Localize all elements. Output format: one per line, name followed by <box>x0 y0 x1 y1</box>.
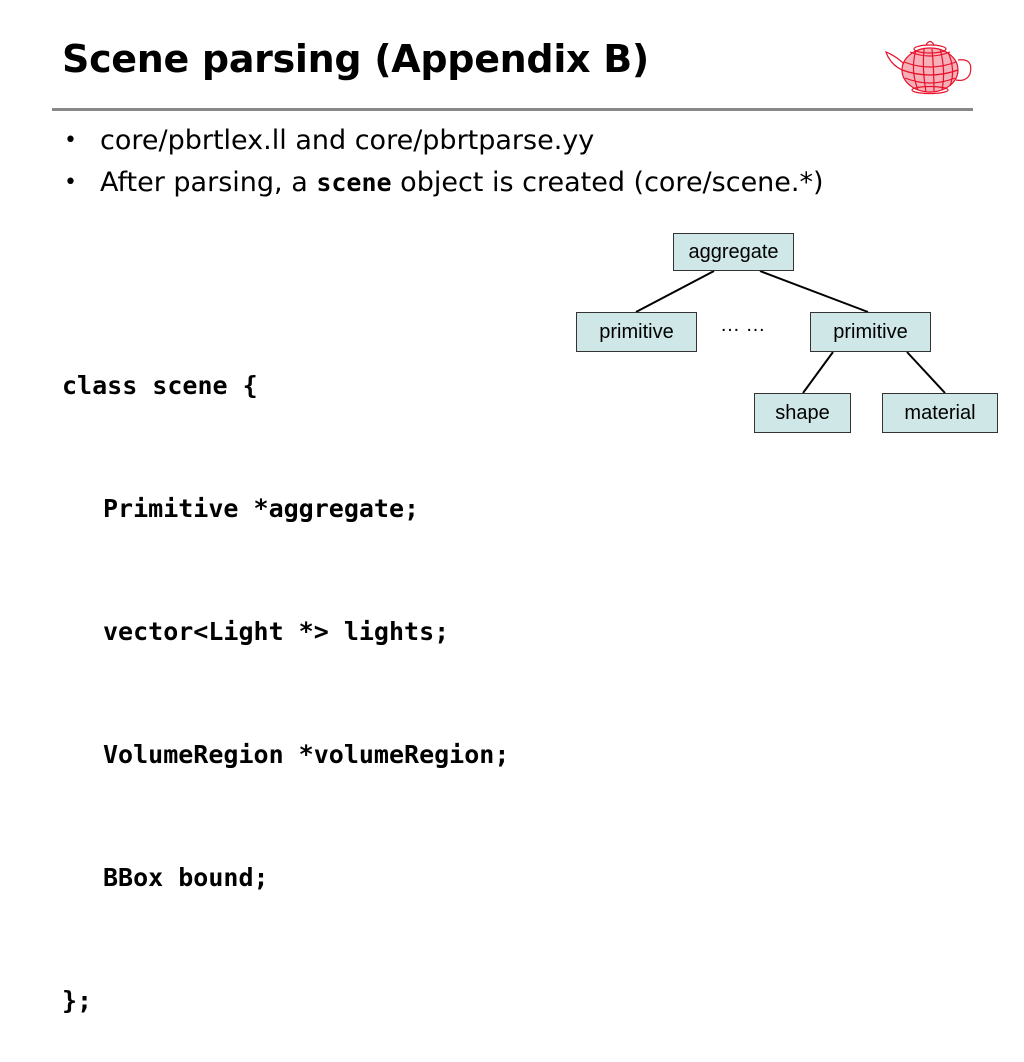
inline-code-scene: scene <box>316 168 392 197</box>
tree-ellipsis: … … <box>720 314 766 336</box>
bullet-dot-icon: • <box>64 128 77 153</box>
tree-node-aggregate: aggregate <box>673 233 794 271</box>
edge-aggregate-right <box>759 270 869 313</box>
slide-title: Scene parsing (Appendix B) <box>62 37 649 81</box>
code-line: }; <box>62 986 93 1015</box>
edge-aggregate-left <box>635 270 715 313</box>
bullet-item: • core/pbrtlex.ll and core/pbrtparse.yy <box>64 120 824 162</box>
tree-node-primitive-left: primitive <box>576 312 697 352</box>
edge-primitive-material <box>906 351 946 394</box>
bullet-text-after: object is created (core/scene.*) <box>391 167 824 198</box>
code-line: Primitive *aggregate; <box>103 494 420 523</box>
code-line: class scene { <box>62 371 258 400</box>
bullet-text: core/pbrtlex.ll and core/pbrtparse.yy <box>100 125 595 156</box>
bullet-list: • core/pbrtlex.ll and core/pbrtparse.yy … <box>64 120 824 204</box>
bullet-text-before: After parsing, a <box>100 167 317 198</box>
edge-primitive-shape <box>802 351 834 394</box>
teapot-logo-icon <box>885 40 972 95</box>
code-line: BBox bound; <box>103 863 269 892</box>
tree-node-primitive-right: primitive <box>810 312 931 352</box>
tree-node-material: material <box>882 393 998 433</box>
bullet-dot-icon: • <box>64 170 77 195</box>
tree-node-shape: shape <box>754 393 851 433</box>
bullet-item: • After parsing, a scene object is creat… <box>64 162 824 204</box>
code-line: vector<Light *> lights; <box>103 617 450 646</box>
code-line: VolumeRegion *volumeRegion; <box>103 740 510 769</box>
code-block: class scene { Primitive *aggregate; vect… <box>62 283 509 1062</box>
title-divider <box>52 108 973 111</box>
